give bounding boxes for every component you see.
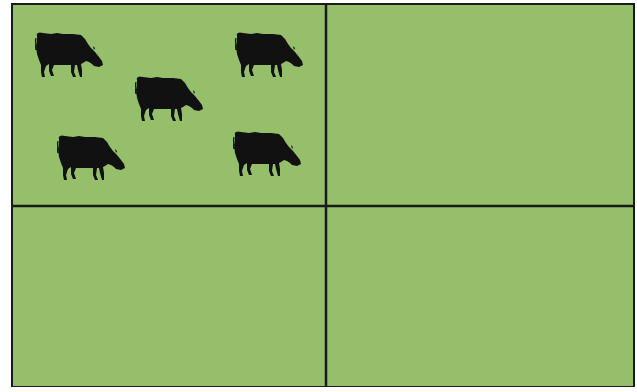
paddock-bottom-left	[12, 206, 326, 387]
paddock-bottom-right	[326, 206, 634, 387]
paddock-top-right	[326, 4, 634, 206]
